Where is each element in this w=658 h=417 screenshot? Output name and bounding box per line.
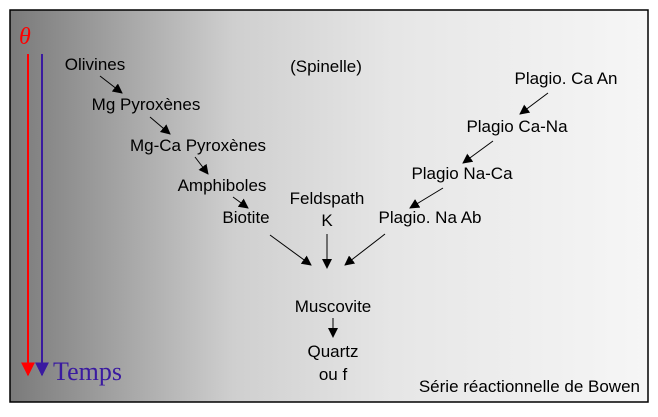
arrow-amphiboles-to-biotite bbox=[232, 196, 249, 209]
arrow-plagio-ca-an-to-plagio-cana bbox=[519, 92, 549, 115]
node-feldspath-line2: K bbox=[321, 211, 333, 230]
node-muscovite: Muscovite bbox=[295, 297, 372, 316]
node-plagio-cana: Plagio Ca-Na bbox=[466, 117, 568, 136]
arrow-olivines-to-mg-pyroxenes bbox=[99, 75, 123, 94]
node-plagio-naca: Plagio Na-Ca bbox=[411, 164, 513, 183]
node-biotite: Biotite bbox=[222, 208, 269, 227]
node-amphiboles: Amphiboles bbox=[178, 176, 267, 195]
arrow-biotite-to-muscovite bbox=[269, 234, 312, 266]
arrow-plagio-naca-to-plagio-na-ab bbox=[409, 187, 444, 209]
node-olivines: Olivines bbox=[65, 55, 125, 74]
node-plagio-ca-an: Plagio. Ca An bbox=[514, 69, 617, 88]
node-mg-pyroxenes: Mg Pyroxènes bbox=[92, 95, 201, 114]
node-plagio-na-ab: Plagio. Na Ab bbox=[378, 208, 481, 227]
arrow-mg-pyroxenes-to-mgca-pyroxenes bbox=[149, 116, 171, 135]
node-feldspath-line1: Feldspath bbox=[290, 189, 365, 208]
theta-label: θ bbox=[19, 24, 31, 50]
time-label: Temps bbox=[53, 357, 122, 386]
diagram-caption: Série réactionnelle de Bowen bbox=[419, 377, 640, 396]
node-mgca-pyroxenes: Mg-Ca Pyroxènes bbox=[130, 136, 266, 155]
node-quartz-line2: ou f bbox=[319, 365, 348, 384]
arrow-plagio-cana-to-plagio-naca bbox=[462, 140, 494, 164]
arrow-mgca-pyroxenes-to-amphiboles bbox=[194, 156, 209, 175]
arrow-plagio-na-ab-to-muscovite bbox=[344, 233, 386, 266]
node-spinelle: (Spinelle) bbox=[290, 57, 362, 76]
node-quartz-line1: Quartz bbox=[307, 342, 358, 361]
